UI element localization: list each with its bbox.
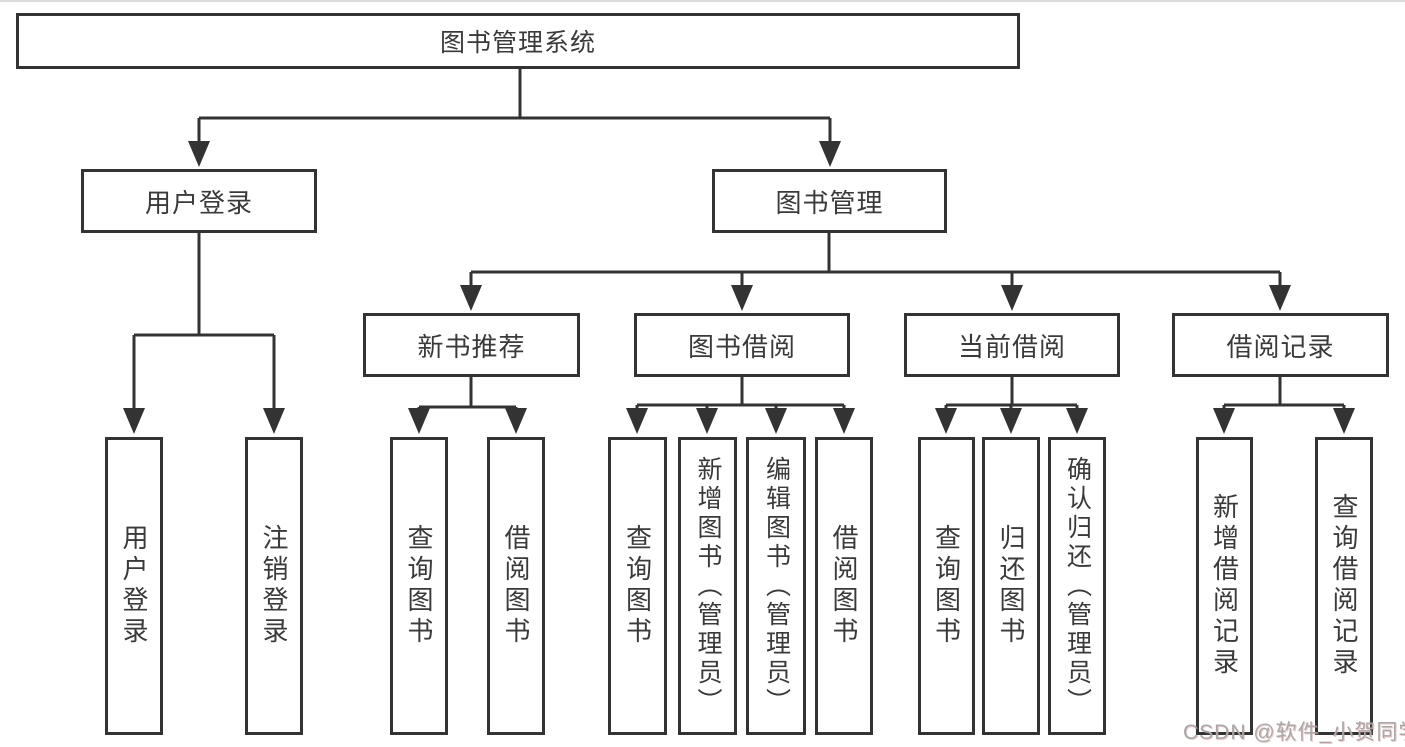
arrowheads [123,141,1355,434]
node-label: 归还图书 [996,524,1026,648]
node-label: 查询借阅记录 [1329,493,1359,679]
node-leaf-confirm-return-admin: 确认归还（管理员） [1048,437,1106,735]
node-leaf-query-books-3: 查询图书 [918,437,975,735]
node-leaf-user-login: 用户登录 [105,437,163,735]
node-label: 查询图书 [404,524,434,648]
node-label: 借阅图书 [829,524,859,648]
node-label: 借阅图书 [501,524,531,648]
node-new-book-recommend: 新书推荐 [363,313,580,377]
node-user-login: 用户登录 [81,169,317,233]
node-label: 查询图书 [622,524,653,648]
node-label: 确认归还（管理员） [1063,455,1092,717]
node-label: 新增借阅记录 [1209,493,1240,679]
node-label: 注销登录 [259,524,289,648]
node-leaf-edit-book-admin: 编辑图书（管理员） [746,437,806,735]
top-edge-line [0,0,1405,2]
node-borrow-records: 借阅记录 [1172,313,1389,377]
node-label: 图书管理系统 [439,29,596,57]
node-label: 新增图书（管理员） [694,455,722,717]
node-leaf-return-books: 归还图书 [982,437,1040,735]
node-label: 用户登录 [119,524,149,648]
node-label: 查询图书 [931,524,962,648]
node-leaf-add-borrow-record: 新增借阅记录 [1196,437,1253,735]
node-leaf-query-borrow-record: 查询借阅记录 [1315,437,1373,735]
node-current-borrow: 当前借阅 [904,313,1120,377]
node-label: 用户登录 [144,187,253,218]
node-label: 借阅记录 [1226,331,1335,362]
node-label: 图书管理 [775,187,884,218]
node-leaf-borrow-books-1: 借阅图书 [487,437,545,735]
node-leaf-logout: 注销登录 [245,437,303,735]
node-leaf-query-books-1: 查询图书 [390,437,448,735]
node-label: 编辑图书（管理员） [762,455,791,717]
node-label: 新书推荐 [417,331,526,362]
node-label: 当前借阅 [957,331,1066,362]
node-leaf-query-books-2: 查询图书 [608,437,667,735]
node-leaf-borrow-books-2: 借阅图书 [815,437,873,735]
node-leaf-add-book-admin: 新增图书（管理员） [678,437,737,735]
node-library-management-system: 图书管理系统 [16,13,1020,69]
node-book-borrow: 图书借阅 [634,313,850,377]
csdn-watermark: CSDN @软件_小贺同学 [1183,721,1405,744]
node-book-management: 图书管理 [712,169,947,233]
node-label: 图书借阅 [687,331,796,362]
